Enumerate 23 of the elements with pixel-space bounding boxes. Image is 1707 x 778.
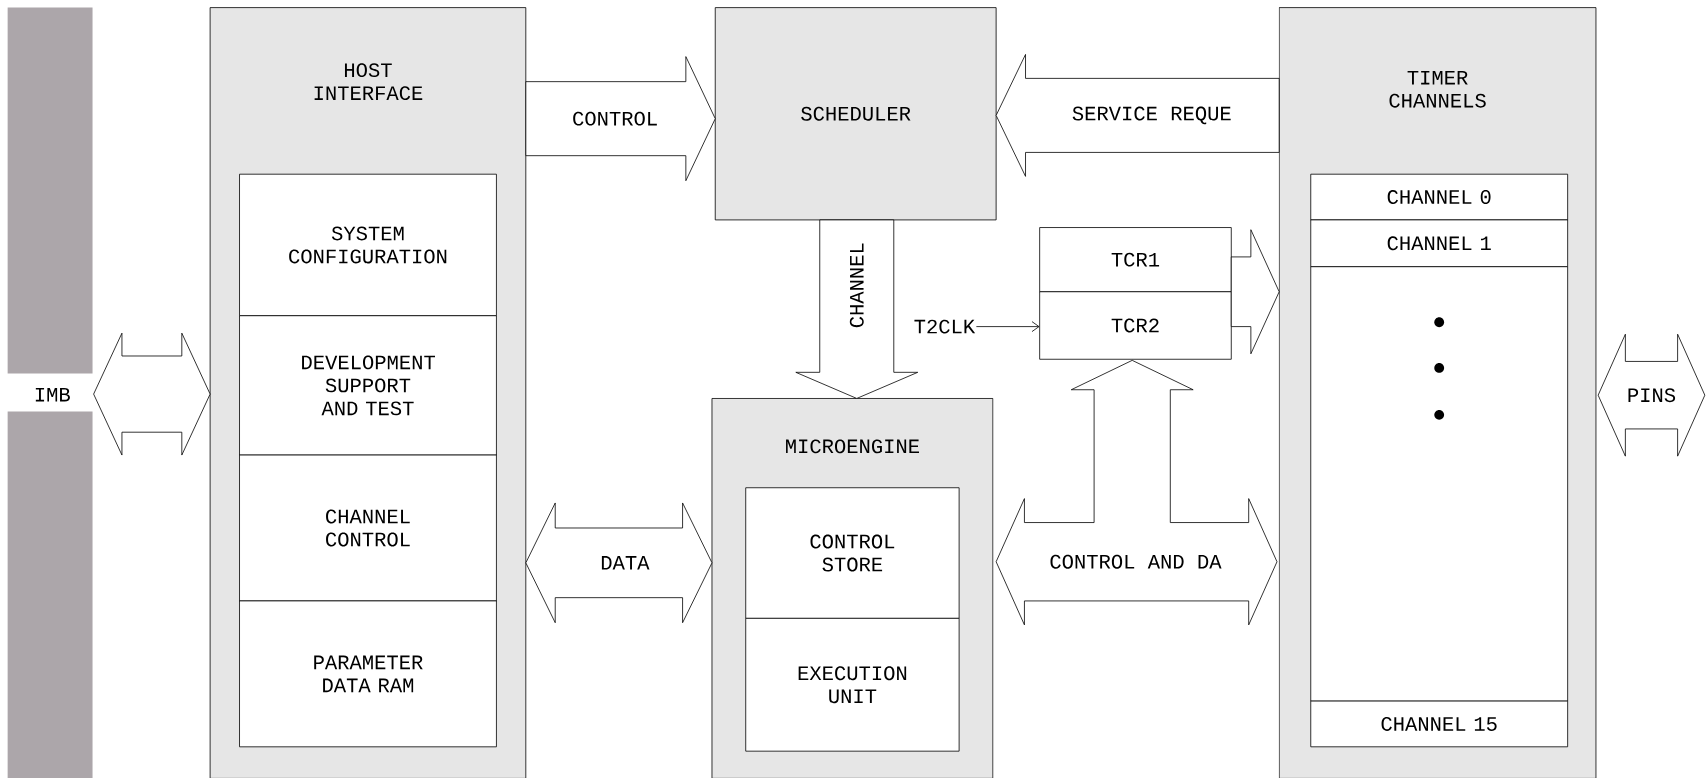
edge-label: PINS [1625, 387, 1678, 403]
block-arrow [1597, 333, 1706, 457]
register-box: TCR2 [1039, 291, 1232, 360]
module-box: EXECUTION UNIT [745, 617, 960, 752]
block-box: SCHEDULER [714, 7, 997, 221]
block-arrow [93, 332, 211, 456]
module-box: CHANNEL CONTROL [239, 454, 497, 602]
block-arrow [1230, 229, 1280, 354]
arrow [975, 321, 1040, 332]
register-box: TCR1 [1039, 226, 1232, 292]
module-box: CONTROL STORE [745, 487, 960, 619]
channel-row: CHANNEL 15 [1310, 700, 1569, 747]
channel-row: CHANNEL 1 [1310, 219, 1569, 267]
bus-label: IMB [35, 387, 70, 402]
channel-row: CHANNEL 0 [1310, 173, 1569, 221]
module-box: DEVELOPMENT SUPPORT AND TEST [239, 315, 497, 456]
block-arrow [525, 502, 713, 623]
module-box: PARAMETER DATA RAM [239, 600, 497, 748]
block-arrow [795, 219, 919, 399]
block-arrow [995, 359, 1278, 626]
signal-label: T2CLK [914, 319, 976, 334]
module-box: SYSTEM CONFIGURATION [239, 173, 497, 316]
block-arrow [525, 56, 716, 181]
